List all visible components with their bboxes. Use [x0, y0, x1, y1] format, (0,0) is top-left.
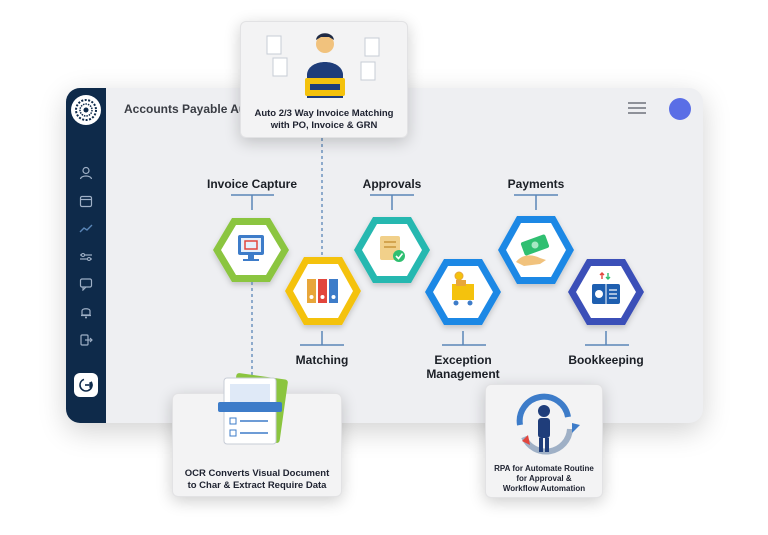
avatar[interactable] [669, 98, 691, 120]
exception-label-line2: Management [426, 367, 500, 381]
message-icon[interactable] [78, 276, 94, 292]
robot-automation-icon [516, 393, 580, 455]
logout-icon[interactable] [78, 332, 94, 348]
rpa-callout-line1: RPA for Automate Routine [494, 464, 594, 473]
app-window: Accounts Payable Aut [66, 88, 703, 423]
cash-hand-icon [516, 234, 550, 266]
rpa-callout-card: RPA for Automate Routine for Approval & … [485, 384, 603, 498]
exception-label-line1: Exception [434, 353, 492, 367]
payments-label: Payments [507, 177, 565, 191]
matching-callout-line2: with PO, Invoice & GRN [270, 120, 378, 131]
matching-callout-line1: Auto 2/3 Way Invoice Matching [254, 108, 394, 119]
ledger-book-icon [592, 272, 620, 304]
exit-icon[interactable] [74, 373, 98, 397]
ocr-callout-line2: to Char & Extract Require Data [187, 480, 327, 491]
callout-dashed-lines [251, 138, 323, 380]
logo-icon[interactable] [71, 95, 101, 125]
chart-icon[interactable] [78, 221, 94, 237]
rpa-callout-line3: Workflow Automation [502, 484, 586, 493]
ocr-document-scan-icon [218, 373, 288, 445]
approved-document-icon [380, 236, 405, 262]
scanner-monitor-icon [238, 235, 264, 261]
calendar-icon[interactable] [78, 193, 94, 209]
sidebar [66, 88, 106, 423]
bookkeeping-label: Bookkeeping [568, 353, 644, 367]
approvals-label: Approvals [362, 177, 422, 191]
user-icon[interactable] [78, 165, 94, 181]
person-with-documents-icon [266, 33, 380, 98]
label-connectors [231, 194, 629, 346]
matching-callout-card: Auto 2/3 Way Invoice Matching with PO, I… [240, 21, 408, 138]
bell-icon[interactable] [78, 304, 94, 320]
binders-icon [307, 279, 338, 303]
warehouse-cart-icon [452, 271, 474, 306]
app-title: Accounts Payable Aut [124, 102, 251, 116]
matching-label: Matching [295, 353, 349, 367]
ocr-callout-line1: OCR Converts Visual Document [184, 468, 330, 479]
rpa-callout-line2: for Approval & [516, 474, 572, 483]
invoice-capture-label: Invoice Capture [206, 177, 298, 191]
menu-icon[interactable] [628, 101, 646, 115]
sliders-icon[interactable] [78, 249, 94, 265]
